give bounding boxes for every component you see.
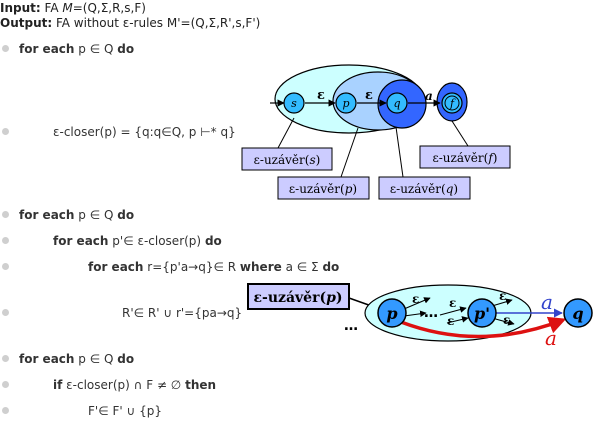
eps-label-2: ε <box>365 88 373 103</box>
state-q-label: q <box>393 97 400 110</box>
state-f-final-ring <box>444 95 460 111</box>
output-line: Output: FA without ε-rules M'=(Q,Σ,R',s,… <box>0 16 260 30</box>
eps-label: ε <box>412 292 419 306</box>
state-p-label: p <box>342 97 349 110</box>
eps-arrow-4 <box>446 316 469 324</box>
bullet-7 <box>2 355 9 362</box>
kw-then: then <box>185 378 217 392</box>
input-line: Input: FA M=(Q,Σ,R,s,F) <box>0 1 146 15</box>
algo-text: r={p'a→q}∈ R <box>147 260 237 274</box>
bullet-3 <box>2 211 9 218</box>
state-q <box>386 92 408 114</box>
kw-do: do <box>322 260 340 274</box>
algo-line-1: for each p ∈ Q do <box>19 42 134 56</box>
callout-s-box <box>241 147 333 171</box>
callout-p-pointer <box>340 127 359 178</box>
output-text: FA without ε-rules M'=(Q,Σ,R',s,F') <box>55 16 261 30</box>
algo-line-5: for each r={p'a→q}∈ R where a ∈ Σ do <box>88 260 339 274</box>
callout-f-text: ε-uzávěr(f) <box>433 151 498 165</box>
callout-f-pointer <box>451 120 469 147</box>
kw-do: do <box>117 208 135 222</box>
kw-for-each: for each <box>19 208 75 222</box>
state-q-label: q <box>572 304 583 323</box>
input-text-post: =(Q,Σ,R,s,F) <box>72 1 146 15</box>
algo-text: p ∈ Q <box>78 208 114 222</box>
bullet-6 <box>2 309 9 316</box>
callout-s-pointer <box>277 117 295 149</box>
algo-text: a ∈ Σ <box>285 260 319 274</box>
eps-arrow-2 <box>403 310 427 318</box>
new-rule-edge <box>400 316 567 339</box>
dots-left: … <box>344 318 358 334</box>
state-f-label: f <box>449 97 456 110</box>
state-p <box>335 92 357 114</box>
closure-diagram: ε ε a s p q f ε-uzávěr(s) ε-uzávěr(p) ε-… <box>241 64 511 200</box>
eps-arrow-5 <box>491 298 513 307</box>
algo-line-3: for each p ∈ Q do <box>19 208 134 222</box>
kw-for-each: for each <box>19 42 75 56</box>
bullet-8 <box>2 381 9 388</box>
a-label: a <box>425 89 433 103</box>
input-text-m: M <box>62 1 73 15</box>
input-label: Input: <box>0 1 41 15</box>
algo-line-6: R'∈ R' ∪ r'={pa→q} <box>122 306 242 320</box>
bullet-4 <box>2 237 9 244</box>
callout-s-text: ε-uzávěr(s) <box>254 153 321 167</box>
state-p-prime <box>467 298 497 328</box>
eps-label: ε <box>447 314 454 328</box>
kw-for-each: for each <box>53 234 109 248</box>
eps-arrow-1 <box>403 297 431 310</box>
state-q <box>563 298 593 328</box>
callout-f-box <box>419 145 511 169</box>
bullet-2 <box>2 128 9 135</box>
algo-line-9: F'∈ F' ∪ {p} <box>88 404 162 418</box>
eps-label: ε <box>499 289 506 303</box>
kw-do: do <box>117 42 135 56</box>
state-p-prime-label: p' <box>474 304 490 323</box>
callout-q-pointer <box>395 126 404 178</box>
callout-p-text: ε-uzávěr(p) <box>289 182 357 196</box>
callout-q-text: ε-uzávěr(q) <box>390 182 458 196</box>
algo-text: ε-closer(p) = {q:q∈Q, p ⊢* q} <box>53 125 236 139</box>
eps-label: ε <box>503 313 510 327</box>
eps-label: ε <box>449 296 456 310</box>
state-s <box>283 92 305 114</box>
input-text-pre: FA <box>44 1 63 15</box>
state-p <box>377 298 407 328</box>
algo-text: F'∈ F' ∪ {p} <box>88 404 162 418</box>
state-s-label: s <box>291 97 297 110</box>
kw-where: where <box>239 260 282 274</box>
closure-p-box-text: ε-uzávěr(p) <box>254 290 343 306</box>
eps-arrow-6 <box>491 317 515 326</box>
algo-line-2: ε-closer(p) = {q:q∈Q, p ⊢* q} <box>53 125 236 139</box>
rule-construction-diagram: ε-uzávěr(p) … ε ε ε ε ε … a a p p' q <box>247 283 593 350</box>
algo-text: R'∈ R' ∪ r'={pa→q} <box>122 306 243 320</box>
algo-text: p'∈ ε-closer(p) <box>112 234 202 248</box>
eps-label-1: ε <box>317 88 325 103</box>
state-p-label: p <box>386 304 397 323</box>
kw-if: if <box>53 378 63 392</box>
output-label: Output: <box>0 16 53 30</box>
kw-for-each: for each <box>88 260 144 274</box>
algo-text: ε-closer(p) ∩ F ≠ ∅ <box>66 378 182 392</box>
bullet-9 <box>2 407 9 414</box>
algo-line-4: for each p'∈ ε-closer(p) do <box>53 234 222 248</box>
kw-do: do <box>204 234 222 248</box>
algo-text: p ∈ Q <box>78 42 114 56</box>
closure-p-box <box>247 283 350 310</box>
algo-line-8: if ε-closer(p) ∩ F ≠ ∅ then <box>53 378 216 392</box>
bullet-1 <box>2 45 9 52</box>
algo-text: p ∈ Q <box>78 352 114 366</box>
algo-line-7: for each p ∈ Q do <box>19 352 134 366</box>
callout-q-box <box>378 176 471 200</box>
bullet-5 <box>2 263 9 270</box>
kw-for-each: for each <box>19 352 75 366</box>
kw-do: do <box>117 352 135 366</box>
dots-mid: … <box>424 305 438 321</box>
callout-p-box <box>277 176 370 200</box>
eps-arrow-3 <box>439 306 467 316</box>
a-label-blue: a <box>541 290 553 314</box>
a-label-red: a <box>545 326 557 350</box>
